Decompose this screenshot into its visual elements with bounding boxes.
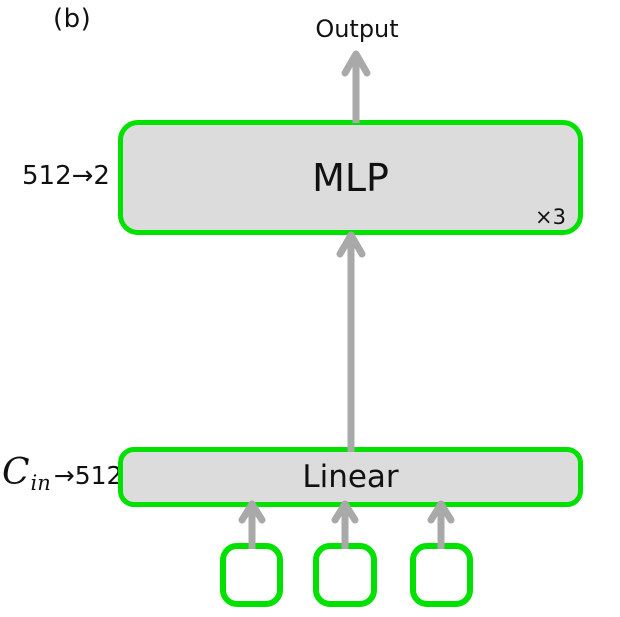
- mlp-block-label: MLP: [312, 155, 389, 200]
- input-node-3: [410, 543, 473, 607]
- output-label: Output: [315, 15, 399, 43]
- linear-dims-variable: C: [2, 452, 30, 493]
- linear-dims-rest: →512: [53, 461, 123, 490]
- arrow-head: [336, 231, 366, 258]
- input-node-1: [220, 543, 283, 607]
- mlp-dims-label: 512→2: [22, 161, 110, 191]
- mlp-repeat-badge: ×3: [535, 205, 566, 229]
- linear-block-label: Linear: [302, 459, 399, 495]
- mlp-block: MLP ×3: [118, 120, 583, 235]
- output-arrow-icon: [341, 50, 371, 123]
- linear-block: Linear: [118, 447, 583, 507]
- arrow-head: [341, 50, 371, 77]
- panel-label: (b): [53, 4, 92, 34]
- input-node-2: [313, 543, 377, 607]
- linear-dims-subscript: in: [30, 471, 51, 495]
- linear-to-mlp-arrow-icon: [336, 231, 366, 452]
